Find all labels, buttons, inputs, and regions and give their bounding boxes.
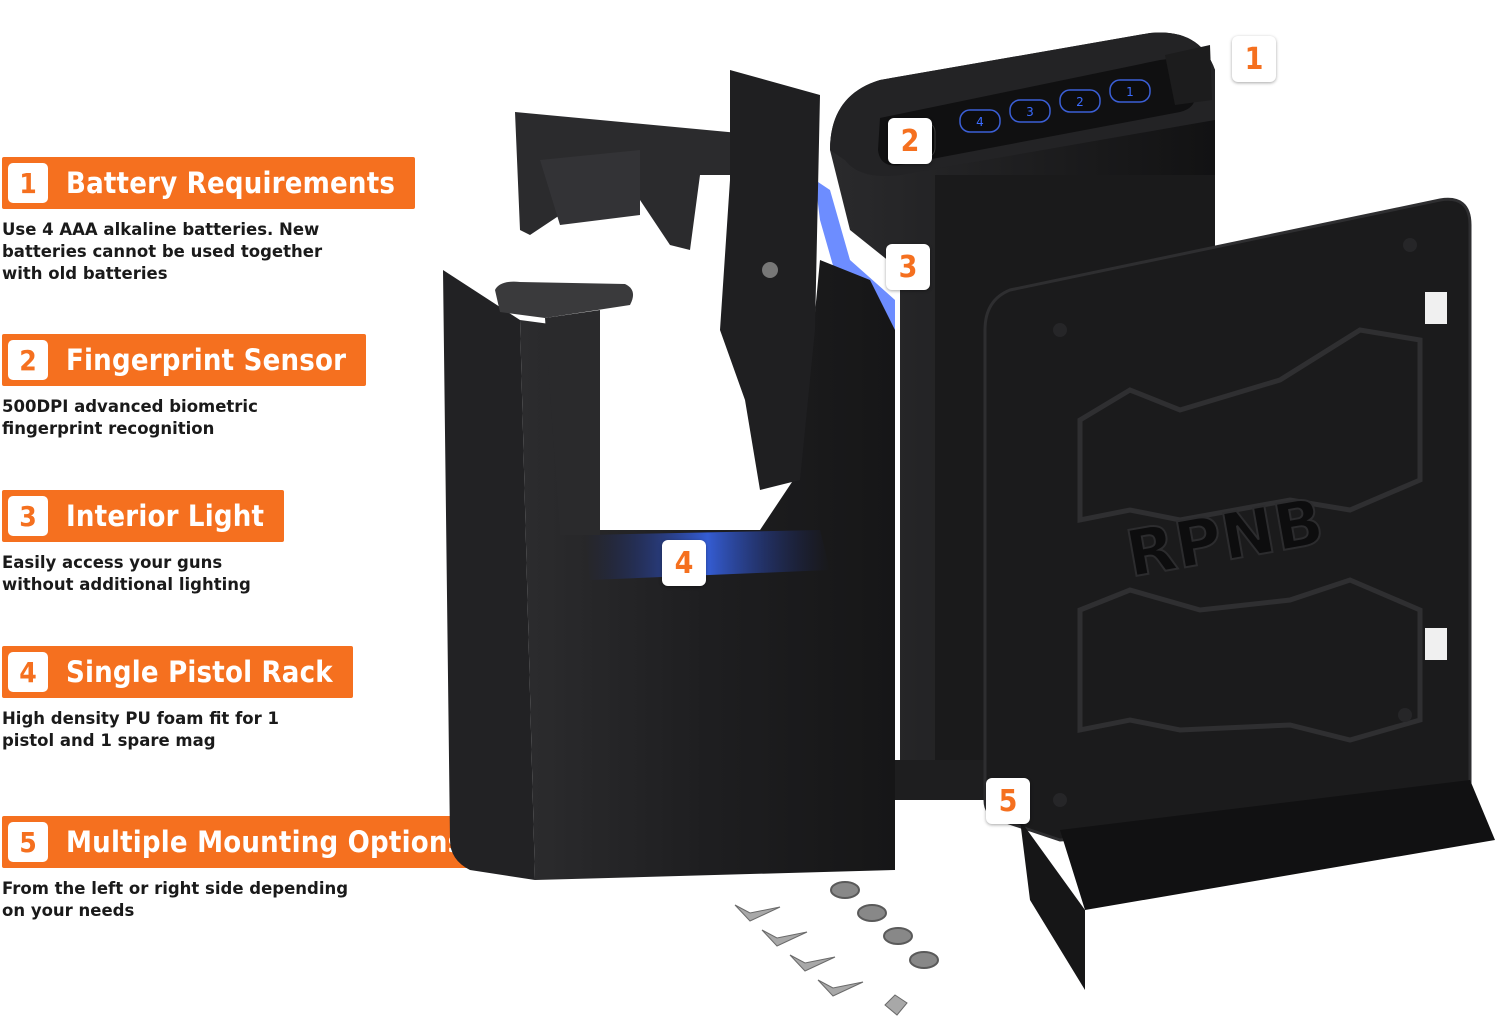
feature-number: 1 <box>8 163 48 203</box>
hardware-kit <box>734 881 939 1016</box>
feature-interior-light: 3 Interior Light Easily access your guns… <box>2 490 285 596</box>
callout-interior-light: 3 <box>886 244 930 290</box>
feature-description: Easily access your guns without addition… <box>2 553 251 594</box>
washer-icon <box>883 927 913 945</box>
feature-title: Battery Requirements <box>66 166 396 200</box>
feature-title-badge: 5 Multiple Mounting Options <box>2 816 484 868</box>
feature-description: High density PU foam fit for 1 pistol an… <box>2 709 279 750</box>
feature-description: 500DPI advanced biometric fingerprint re… <box>2 397 258 438</box>
keypad-key-label: 3 <box>1026 105 1034 119</box>
screw-icon <box>761 929 808 947</box>
feature-description: Use 4 AAA alkaline batteries. New batter… <box>2 220 323 283</box>
feature-title: Single Pistol Rack <box>66 655 333 689</box>
screw-icon <box>734 904 781 922</box>
feature-title-badge: 1 Battery Requirements <box>2 157 416 209</box>
feature-title-badge: 2 Fingerprint Sensor <box>2 334 367 386</box>
pistol <box>515 70 820 490</box>
keypad-key: 3 <box>1009 99 1051 123</box>
washer-icon <box>857 904 887 922</box>
feature-number: 2 <box>8 340 48 380</box>
callout-fingerprint: 2 <box>888 118 932 164</box>
thumbscrew-icon <box>884 994 908 1016</box>
feature-fingerprint: 2 Fingerprint Sensor 500DPI advanced bio… <box>2 334 367 440</box>
washer-icon <box>830 881 860 899</box>
feature-title: Multiple Mounting Options <box>66 825 464 859</box>
feature-battery: 1 Battery Requirements Use 4 AAA alkalin… <box>2 157 416 285</box>
screw-icon <box>789 954 836 972</box>
keypad-key-label: 1 <box>1126 85 1134 99</box>
feature-number: 4 <box>8 652 48 692</box>
pull-out-drawer <box>443 260 895 880</box>
feature-title-badge: 3 Interior Light <box>2 490 285 542</box>
spare-mag <box>495 281 634 318</box>
mounting-plate: RPNB <box>983 197 1495 990</box>
callout-pistol-rack: 4 <box>662 540 706 586</box>
feature-description: From the left or right side depending on… <box>2 879 349 920</box>
battery-cover <box>1165 45 1212 105</box>
feature-title-badge: 4 Single Pistol Rack <box>2 646 353 698</box>
feature-number: 3 <box>8 496 48 536</box>
keypad-key: 2 <box>1059 89 1101 113</box>
washer-icon <box>909 951 939 969</box>
feature-title: Interior Light <box>66 499 265 533</box>
keypad-key: 4 <box>959 109 1001 133</box>
screw-icon <box>817 979 864 997</box>
feature-pistol-rack: 4 Single Pistol Rack High density PU foa… <box>2 646 353 752</box>
keypad-key: 1 <box>1109 79 1151 103</box>
keypad-key-label: 2 <box>1076 95 1084 109</box>
feature-title: Fingerprint Sensor <box>66 343 347 377</box>
callout-battery: 1 <box>1232 36 1276 82</box>
callout-mounting: 5 <box>986 778 1030 824</box>
keypad-key-label: 4 <box>976 115 984 129</box>
feature-number: 5 <box>8 822 48 862</box>
feature-mounting: 5 Multiple Mounting Options From the lef… <box>2 816 484 922</box>
